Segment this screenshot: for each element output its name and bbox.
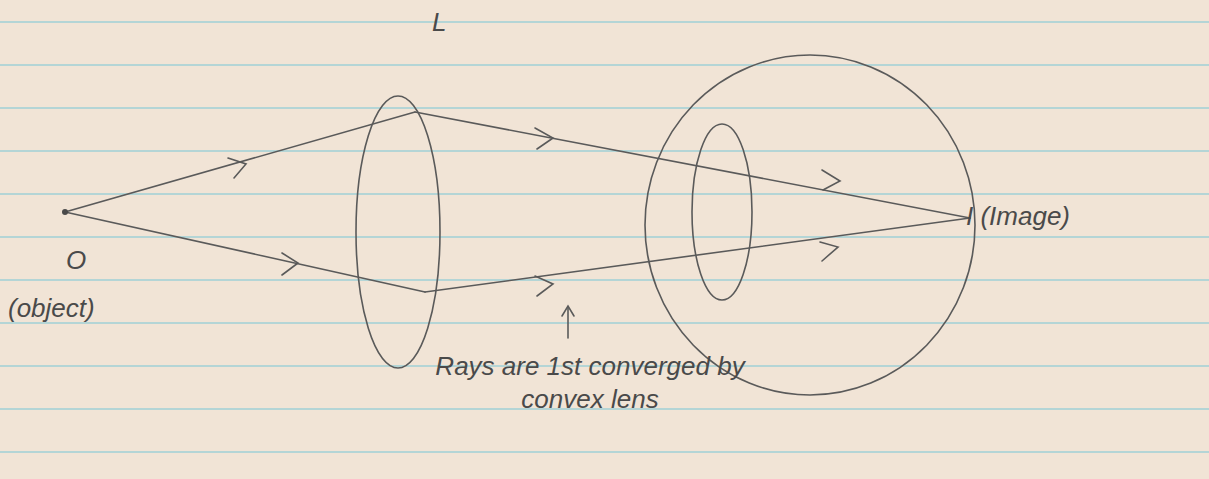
image-label: I (Image) xyxy=(966,200,1070,233)
paper-rules xyxy=(0,22,1209,452)
note-text: Rays are 1st converged by convex lens xyxy=(420,350,760,415)
pointer-arrow xyxy=(562,306,574,338)
light-rays xyxy=(65,112,970,292)
object-point xyxy=(62,209,68,215)
eye-lens xyxy=(692,124,752,300)
object-caption: (object) xyxy=(8,292,95,325)
convex-lens xyxy=(356,96,440,368)
object-label: O xyxy=(66,244,86,277)
ray-arrows xyxy=(228,128,840,296)
lens-label: L xyxy=(432,6,446,39)
eyeball xyxy=(645,55,975,395)
